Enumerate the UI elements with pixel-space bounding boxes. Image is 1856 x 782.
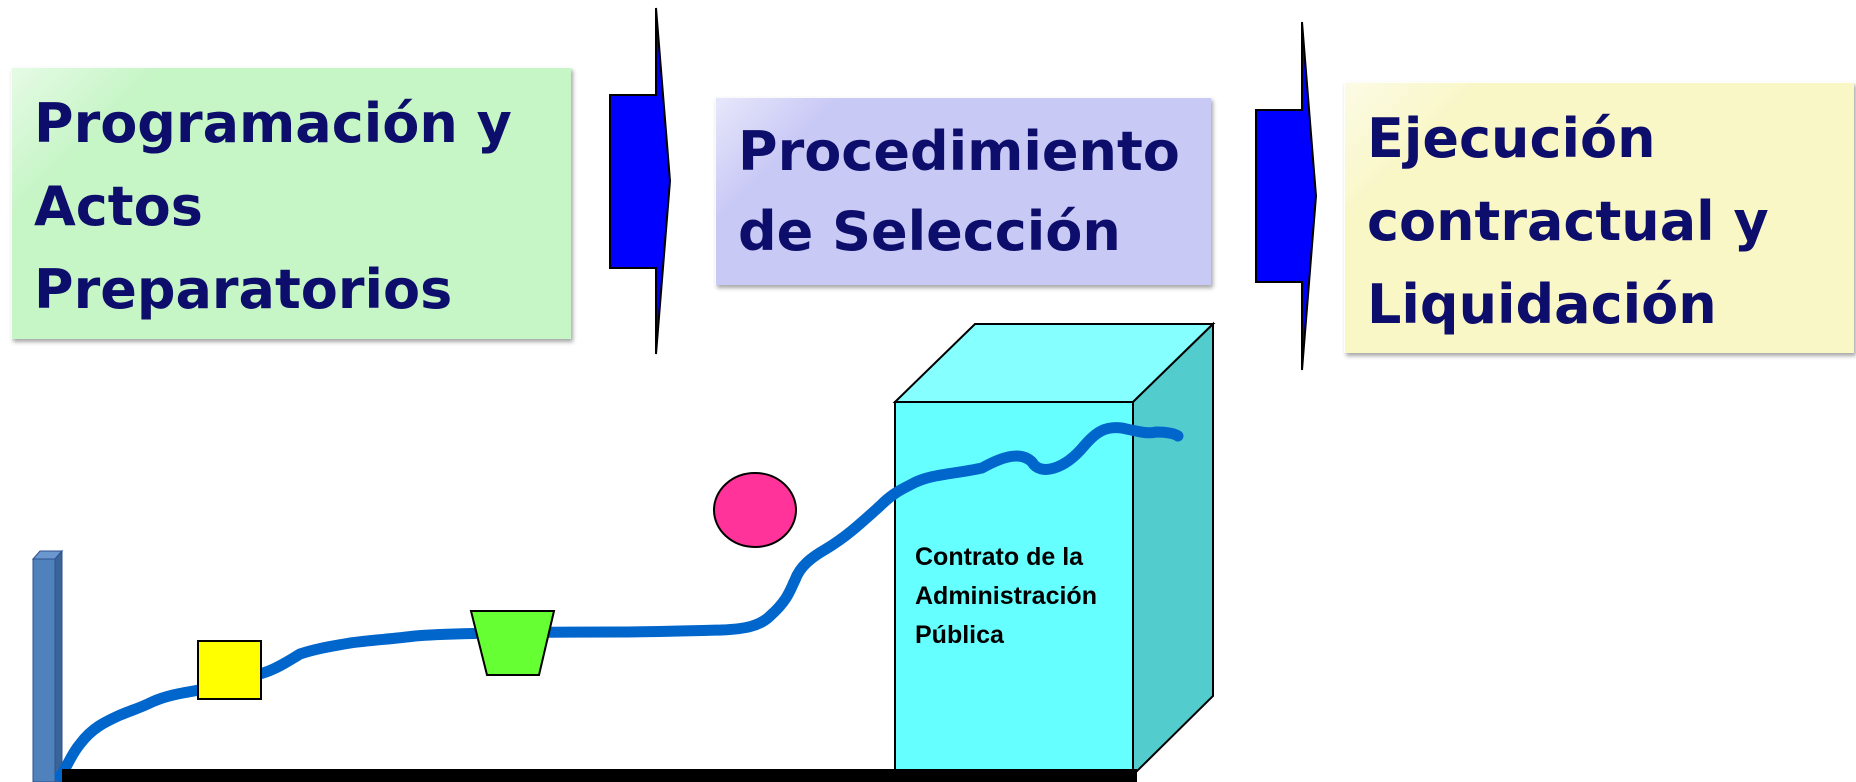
stage-procedimiento-line-2: de Selección: [738, 200, 1121, 263]
milestone-circle: [713, 472, 797, 548]
milestone-trapezoid: [469, 610, 556, 676]
contract-box-front: [894, 401, 1134, 778]
stage-ejecucion-line-1: Ejecución: [1367, 107, 1656, 170]
stage-programacion-box: Programación y Actos Preparatorios: [11, 67, 571, 339]
contract-label-line-1: Contrato de la: [915, 543, 1084, 571]
ground-line: [62, 769, 1137, 782]
arrow-right-icon: [1255, 21, 1318, 371]
start-post-side: [54, 549, 63, 782]
arrow-right-icon: [609, 7, 672, 355]
stage-procedimiento-box: Procedimiento de Selección: [715, 97, 1211, 285]
stage-ejecucion-box: Ejecución contractual y Liquidación: [1344, 82, 1854, 353]
contract-label: Contrato de la Administración Pública: [915, 538, 1135, 655]
stage-programacion-line-1: Programación y: [34, 92, 512, 155]
stage-programacion-line-3: Preparatorios: [34, 258, 453, 321]
stage-procedimiento-line-1: Procedimiento: [738, 120, 1180, 183]
start-post: [32, 558, 56, 782]
contract-box-side: [1132, 321, 1214, 778]
stage-ejecucion-line-3: Liquidación: [1367, 273, 1717, 336]
stage-ejecucion-line-2: contractual y: [1367, 190, 1769, 253]
milestone-square: [197, 640, 262, 700]
stage-programacion-line-2: Actos: [34, 175, 203, 238]
contract-label-line-2: Administración: [915, 582, 1097, 610]
contract-label-line-3: Pública: [915, 621, 1004, 649]
